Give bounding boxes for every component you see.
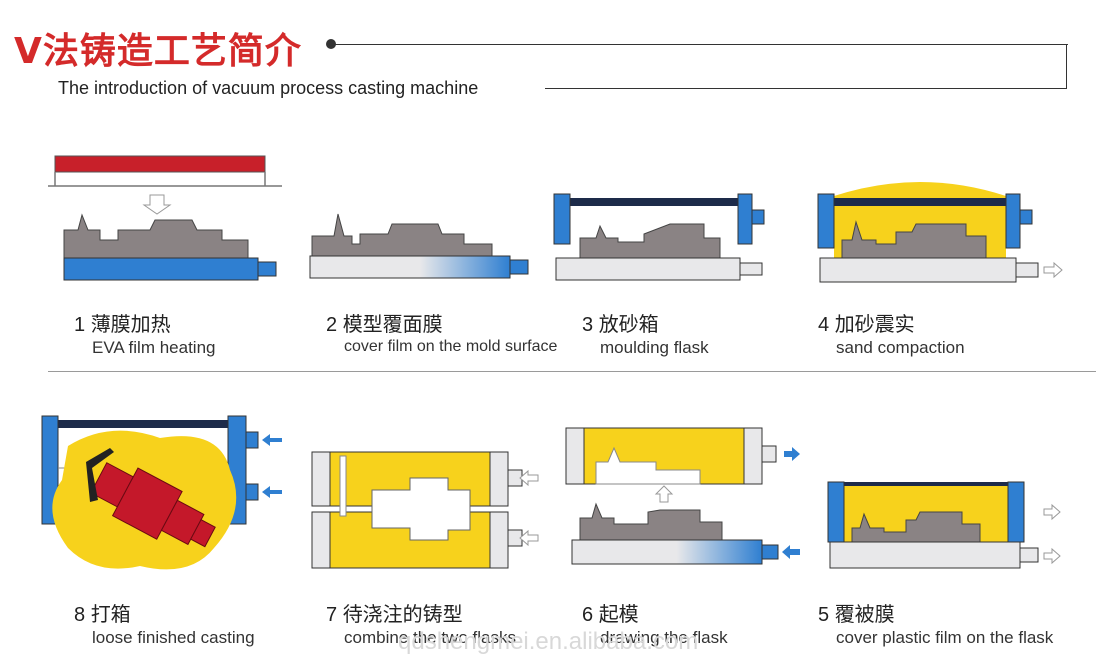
step-caption-5: 5 覆被膜 cover plastic film on the flask [818,598,1053,648]
step5-illustration [827,481,1061,569]
step-title-zh: 1 薄膜加热 [74,314,171,336]
up-arrow-icon [654,485,674,503]
page-subtitle: The introduction of vacuum process casti… [58,78,479,98]
flask-right-wall [1005,193,1021,249]
left-arrow-icon [262,486,282,498]
flask-top-rail [834,198,1006,206]
right-arrow-icon [1043,547,1061,565]
sprue-shape [86,448,114,502]
left-arrow-icon [262,434,282,446]
vacuum-box [829,541,1021,569]
flask-top-rail [844,482,1008,486]
right-arrow-icon [1043,261,1063,279]
vacuum-box [309,255,511,279]
step-title-zh: 8 打箱 [74,604,131,626]
left-arrow-icon [519,469,539,487]
step-title-zh: 4 加砂震实 [818,314,915,336]
row-divider [48,371,1096,372]
pattern-shape [851,511,981,543]
flask-left-wall [817,193,835,249]
step-title-en: cover plastic film on the flask [836,628,1054,647]
title-dot [326,39,336,49]
left-arrow-icon [519,529,539,547]
page-title: V法铸造工艺简介 [14,31,302,72]
step2-illustration [309,213,529,279]
right-arrow-icon [784,447,800,461]
step8-illustration [41,415,282,570]
title-frame-top [332,44,1068,45]
pattern-shape [63,213,249,259]
upper-cavity [595,446,701,485]
step-title-en: cover film on the mold surface [344,338,558,355]
step-title-en: sand compaction [836,338,965,357]
mold-cavity [371,477,471,541]
pattern-shape [311,213,493,257]
flask-right-wall [737,193,753,245]
flask-left-wall [553,193,571,245]
vacuum-box [571,539,763,565]
step-caption-6: 6 起模 drawing the flask [582,598,728,648]
step4-illustration [817,182,1063,283]
vacuum-box [63,257,259,281]
step-title-zh: 6 起模 [582,604,639,626]
step7-illustration [311,451,539,569]
step-caption-4: 4 加砂震实 sand compaction [818,308,965,358]
step-title-en: moulding flask [600,338,709,357]
step-title-zh: 7 待浇注的铸型 [326,604,463,626]
step-caption-2: 2 模型覆面膜 cover film on the mold surface [326,308,557,356]
flask-top-rail [570,198,738,206]
step-caption-1: 1 薄膜加热 EVA film heating [74,308,215,358]
casting-shape [90,462,216,548]
pattern-shape [579,502,723,541]
step-title-zh: 5 覆被膜 [818,604,895,626]
vacuum-box [819,257,1017,283]
flask-left-wall [827,481,845,543]
right-arrow-icon [1043,503,1061,521]
flask-top-rail [58,420,228,428]
step-title-en: combine the two flasks [344,628,516,647]
step-title-en: EVA film heating [92,338,216,357]
step3-illustration [553,193,765,281]
down-arrow-icon [142,194,172,215]
step-caption-8: 8 打箱 loose finished casting [74,598,255,648]
pattern-shape [579,223,721,259]
vacuum-box [555,257,741,281]
step-caption-7: 7 待浇注的铸型 combine the two flasks [326,598,516,648]
watermark: qdshengmei.en.alibaba.com [398,628,699,655]
title-frame-right [1066,44,1067,89]
heater-bar [54,155,266,173]
step6-illustration [565,427,800,565]
step-title-zh: 2 模型覆面膜 [326,314,443,336]
sprue-channel [339,455,347,517]
step1-illustration [48,155,282,281]
step-title-en: loose finished casting [92,628,255,647]
step-caption-3: 3 放砂箱 moulding flask [582,308,709,358]
step-title-zh: 3 放砂箱 [582,314,659,336]
left-arrow-icon [782,545,800,559]
title-frame-bottom [545,88,1067,89]
step-title-en: drawing the flask [600,628,728,647]
pattern-shape [841,220,987,259]
flask-right-wall [1007,481,1025,543]
